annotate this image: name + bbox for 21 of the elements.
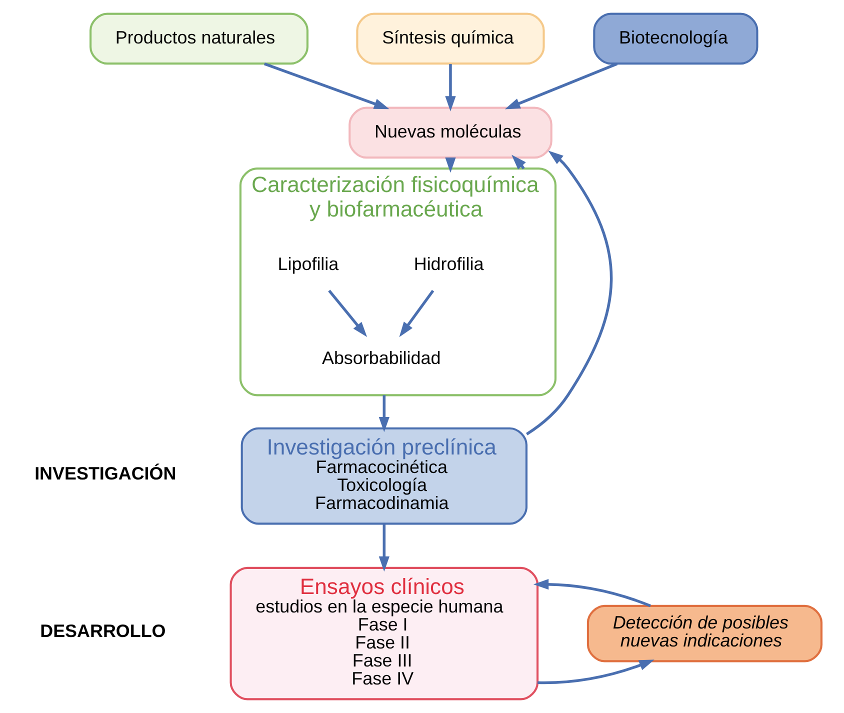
arrow (378, 395, 389, 432)
arrow (378, 524, 389, 572)
arrow (504, 62, 618, 110)
node-box: Síntesis química (356, 12, 544, 65)
node-box: Investigación preclínica Farmacocinética Toxicología Farmacodinamia (240, 427, 528, 525)
node-text: Lipofilia (277, 254, 338, 274)
node-text: Hidrofilia (413, 254, 484, 274)
label: INVESTIGACIÓN (34, 463, 176, 484)
node-box: Productos naturales (89, 12, 308, 65)
node-box: Detección de posibles nuevas indicaciones (586, 604, 822, 662)
arrow (537, 660, 654, 684)
arrow (263, 62, 389, 110)
arrow (525, 150, 612, 436)
node-box: Ensayos clínicos estudios en la especie humana Fase I Fase II Fase III Fase IV (229, 566, 538, 700)
label: DESARROLLO (40, 620, 166, 641)
arrow (444, 64, 456, 112)
arrow (532, 578, 651, 608)
node-box: Biotecnología (592, 12, 758, 65)
arrow (398, 290, 434, 338)
node-text: Absorbabilidad (321, 348, 440, 368)
arrow (328, 290, 367, 338)
